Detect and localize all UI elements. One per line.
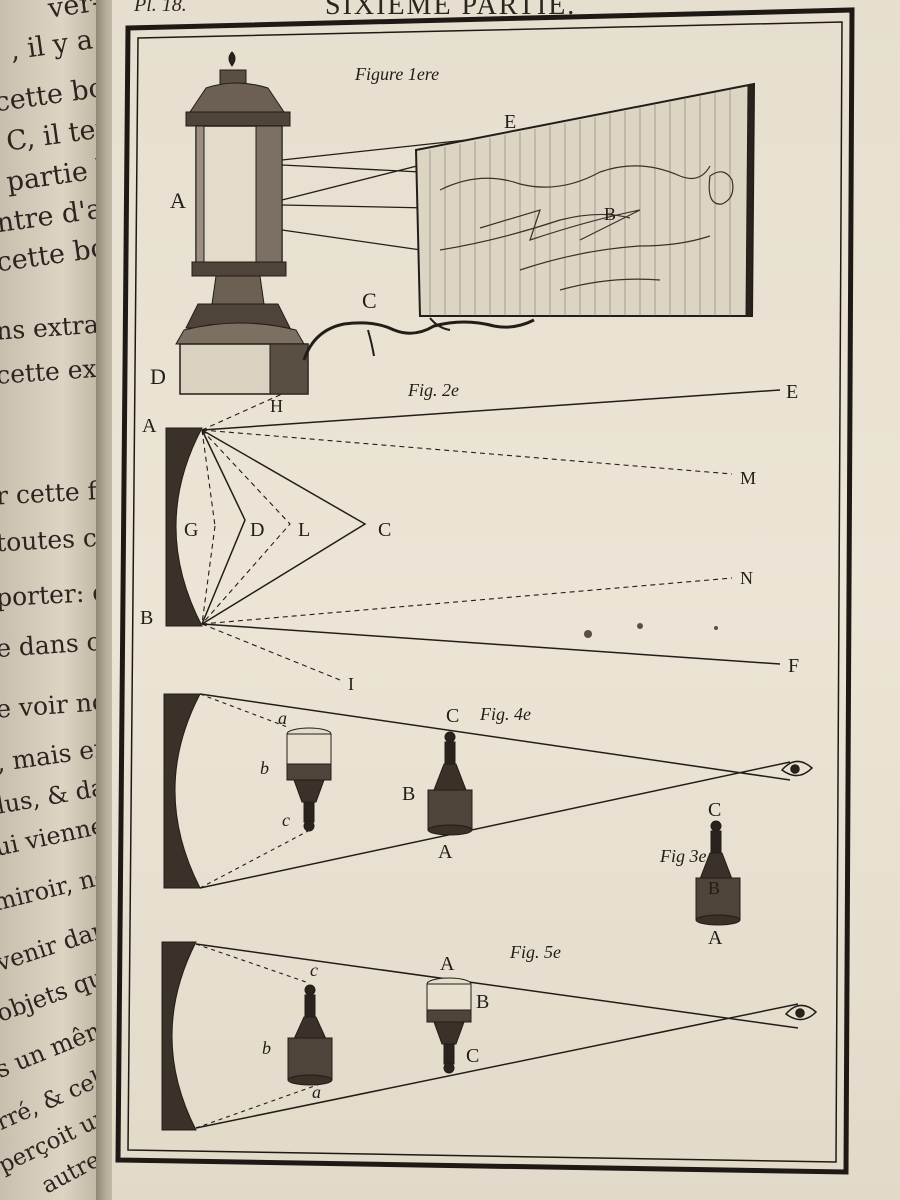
figure-1-caption: Figure 1ere: [354, 64, 439, 84]
fig5-label-B: B: [476, 991, 489, 1013]
eye-icon: [784, 1004, 818, 1021]
left-page: ver- , il y a cette bou- C, il tem- part…: [0, 0, 104, 1200]
fig4-label-B: B: [402, 783, 415, 805]
fig4-label-c: c: [282, 810, 290, 830]
figure-2-caption: Fig. 2e: [407, 380, 459, 400]
fig2-label-E: E: [786, 381, 798, 403]
fig5-label-c: c: [310, 960, 318, 980]
inverted-bottle-image: [286, 727, 332, 832]
fig2-label-H: H: [270, 396, 283, 416]
fig2-label-L: L: [298, 519, 310, 541]
figure-3-caption: Fig 3e: [659, 846, 707, 866]
figure-5: Fig. 5e: [161, 941, 818, 1131]
figure-4-caption: Fig. 4e: [479, 704, 531, 724]
fig2-label-A: A: [142, 415, 157, 437]
fig4-label-b: b: [260, 758, 269, 778]
figure-2: Fig. 2e A B C D E F G H I L M N: [140, 380, 799, 694]
fig2-label-I: I: [348, 674, 354, 694]
inverted-bottle: [426, 977, 472, 1074]
fig3-label-C: C: [708, 799, 721, 821]
figure-5-caption: Fig. 5e: [509, 942, 561, 962]
projection-screen: [414, 82, 756, 317]
fig4-label-C: C: [446, 705, 459, 727]
concave-mirror-fig2: [165, 427, 203, 627]
fig4-label-a: a: [278, 708, 287, 728]
page-title: SIXIÈME PARTIE.: [325, 0, 577, 21]
fig3-label-B: B: [708, 878, 720, 898]
bottle-fig3: [695, 820, 741, 926]
figure-3: Fig 3e A B C: [659, 799, 741, 949]
fig2-label-N: N: [740, 568, 753, 588]
upright-bottle: [427, 731, 473, 836]
fig1-label-C: C: [362, 288, 377, 313]
fig2-label-B: B: [140, 607, 153, 629]
fig4-label-A: A: [438, 841, 453, 863]
fig5-label-A: A: [440, 953, 455, 975]
fig1-label-A: A: [170, 188, 186, 213]
fig5-label-a: a: [312, 1082, 321, 1102]
fig2-label-G: G: [184, 519, 198, 541]
fig5-label-C: C: [466, 1045, 479, 1067]
upright-bottle-image: [287, 984, 333, 1086]
eye-icon: [780, 760, 814, 777]
plate-frame: [115, 7, 855, 1175]
figure-1: Figure 1ere: [150, 51, 756, 395]
fig1-label-B: B: [604, 204, 616, 224]
fig2-label-D: D: [250, 519, 264, 541]
concave-mirror-fig4: [163, 693, 201, 889]
fig5-label-b: b: [262, 1038, 271, 1058]
concave-mirror-fig5: [161, 941, 197, 1131]
magic-lantern-illustration: [175, 51, 535, 395]
fig1-label-D: D: [150, 364, 166, 389]
plate-number: Pl. 18.: [134, 0, 187, 16]
fig2-label-M: M: [740, 468, 756, 488]
fig2-label-C: C: [378, 519, 391, 541]
figure-4: Fig. 4e: [163, 693, 814, 889]
ink-specks: [584, 623, 718, 638]
fig2-label-F: F: [788, 655, 799, 677]
fig1-label-E: E: [504, 111, 516, 133]
fig3-label-A: A: [708, 927, 723, 949]
